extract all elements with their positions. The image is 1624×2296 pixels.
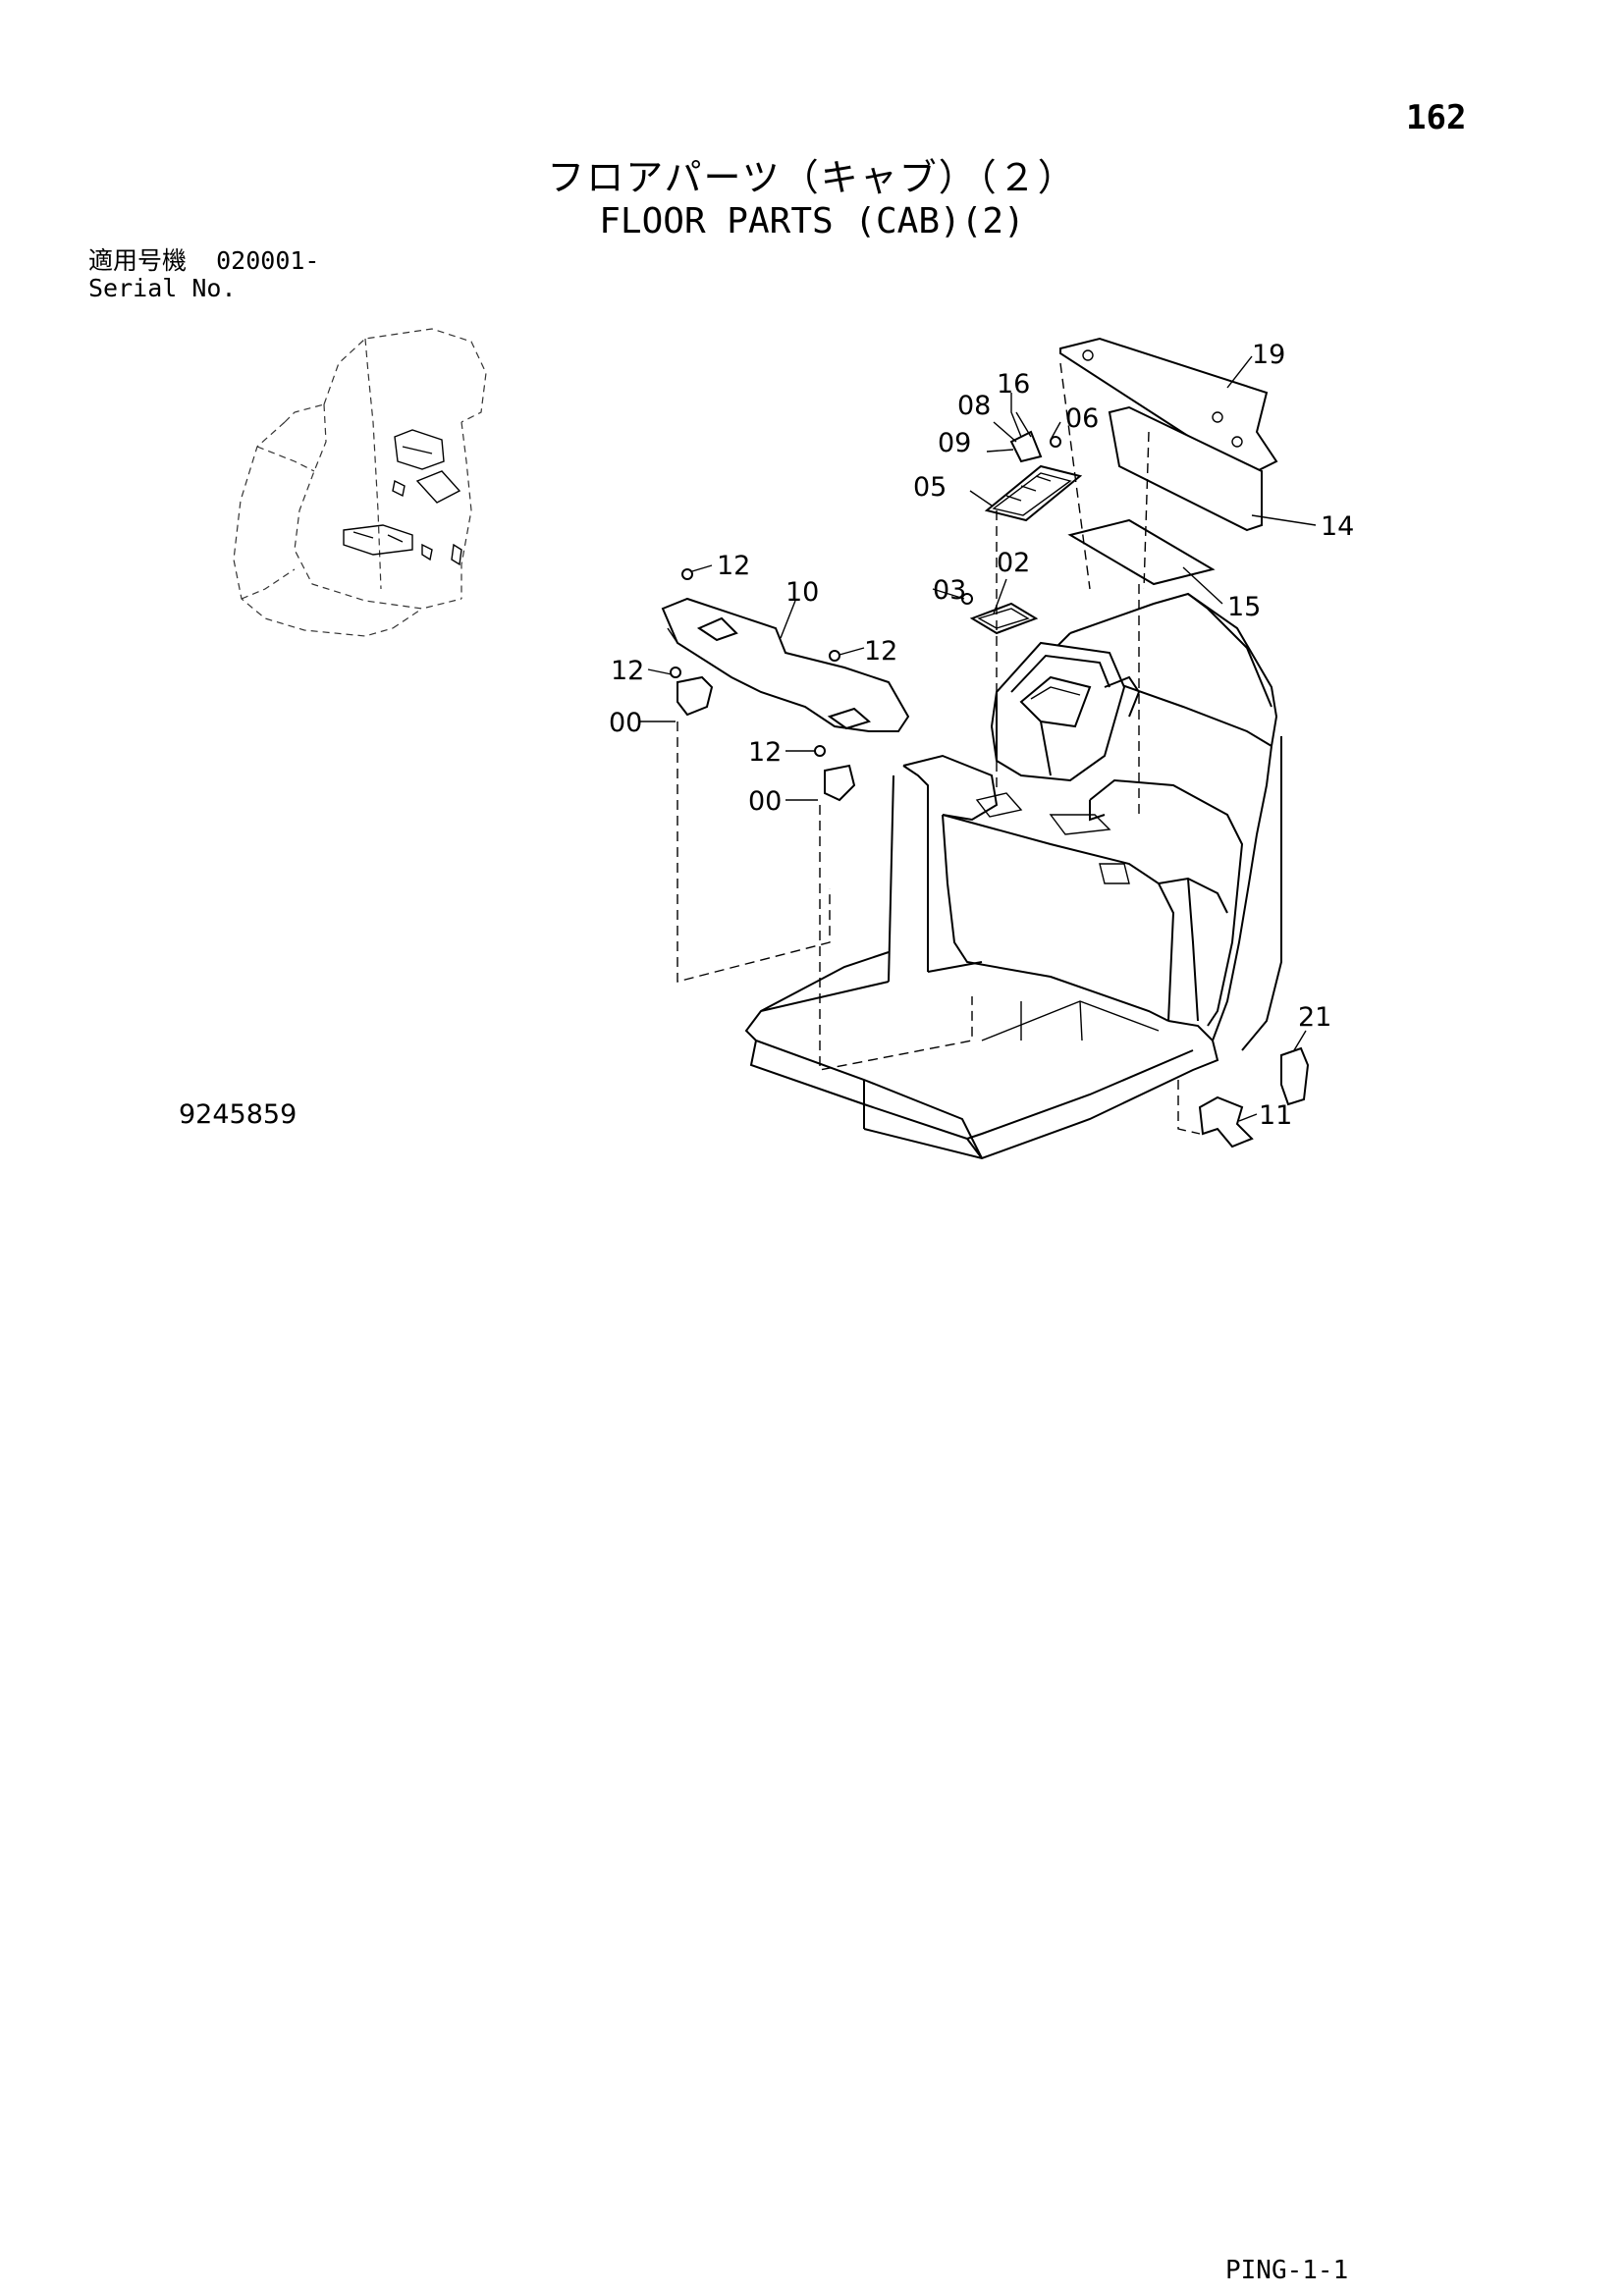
bezel-02 xyxy=(969,602,1039,635)
drawing-number: 9245859 xyxy=(179,1099,298,1130)
serial-block: 適用号機 020001- Serial No. xyxy=(88,247,319,302)
page-number: 162 xyxy=(1406,98,1467,137)
mat-19 xyxy=(1059,337,1278,478)
page-title-japanese: フロアパーツ（キャブ）（２） xyxy=(547,156,1077,199)
callout-09: 09 xyxy=(938,428,971,458)
callout-19: 19 xyxy=(1252,340,1285,370)
switch-panel-05 xyxy=(984,430,1083,522)
callout-12-mid: 12 xyxy=(748,737,782,768)
callout-06: 06 xyxy=(1065,403,1099,434)
callout-15: 15 xyxy=(1227,592,1261,622)
part-21 xyxy=(1280,1046,1310,1106)
callout-00-left: 00 xyxy=(609,708,642,738)
assembly-lines xyxy=(677,362,1201,1135)
plate-10 xyxy=(661,597,910,802)
callout-12-right: 12 xyxy=(864,636,897,667)
callout-16: 16 xyxy=(997,369,1030,400)
footer-code: PING-1-1 xyxy=(1225,2256,1349,2285)
callout-00-mid: 00 xyxy=(748,786,782,817)
callout-14: 14 xyxy=(1321,511,1354,542)
serial-label-english: Serial No. xyxy=(88,274,237,302)
callout-10: 10 xyxy=(785,577,819,608)
serial-value: 020001- xyxy=(216,246,320,275)
callout-02: 02 xyxy=(997,548,1030,578)
callout-labels: 19 16 08 06 09 05 14 12 10 02 03 15 12 1… xyxy=(609,340,1354,1131)
mat-15 xyxy=(1067,518,1216,586)
console-box xyxy=(975,641,1141,884)
callout-12-top: 12 xyxy=(717,551,750,581)
leader-lines xyxy=(638,355,1317,1122)
page-title-english: FLOOR PARTS (CAB)(2) xyxy=(599,201,1025,241)
bracket-11 xyxy=(1198,1095,1254,1148)
mat-14 xyxy=(1108,405,1263,532)
callout-05: 05 xyxy=(913,472,947,503)
serial-label-japanese: 適用号機 xyxy=(88,246,188,275)
cab-overview-sketch xyxy=(233,328,487,637)
callout-03: 03 xyxy=(933,575,966,606)
callout-21: 21 xyxy=(1298,1002,1331,1033)
callout-11: 11 xyxy=(1259,1100,1292,1131)
callout-12-left: 12 xyxy=(611,656,644,686)
callout-08: 08 xyxy=(957,391,991,421)
serial-row-japanese: 適用号機 020001- xyxy=(88,247,319,275)
